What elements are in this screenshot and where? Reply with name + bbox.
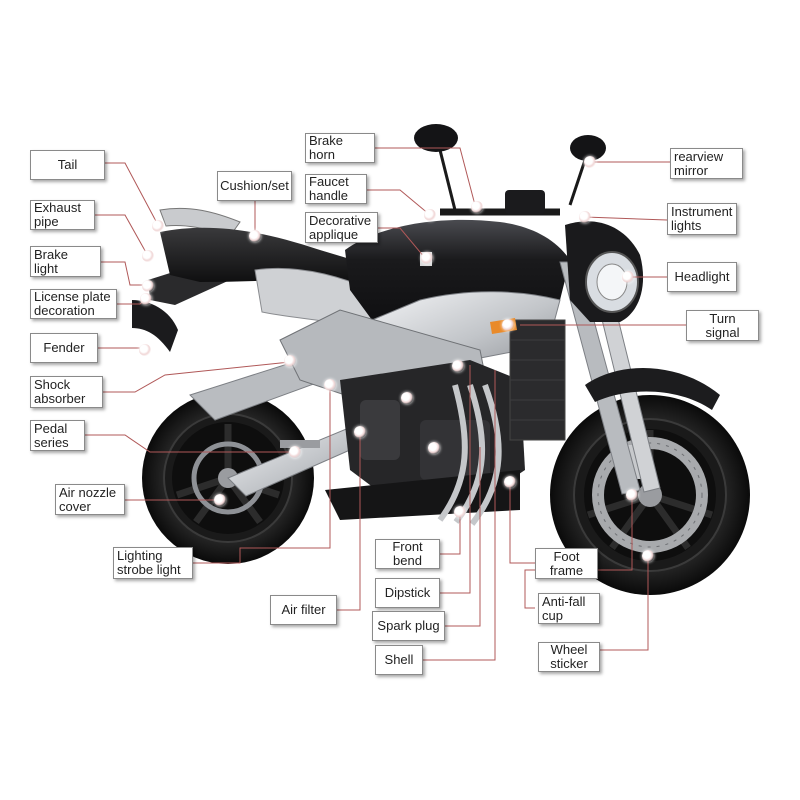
headlight-hotspot bbox=[622, 271, 634, 283]
label-spark-plug: Spark plug bbox=[372, 611, 445, 641]
engine bbox=[325, 360, 525, 520]
label-headlight: Headlight bbox=[667, 262, 737, 292]
label-instrument-lights: Instrument lights bbox=[667, 203, 737, 235]
air-filter-hotspot bbox=[354, 426, 366, 438]
label-lighting-strobe-light: Lighting strobe light bbox=[113, 547, 193, 579]
lighting-strobe-hotspot bbox=[324, 379, 336, 391]
label-front-bend: Front bend bbox=[375, 539, 440, 569]
label-foot-frame: Foot frame bbox=[535, 548, 598, 579]
label-brake-horn: Brake horn bbox=[305, 133, 375, 163]
label-brake-light: Brake light bbox=[30, 246, 101, 277]
label-wheel-sticker: Wheel sticker bbox=[538, 642, 600, 672]
dipstick-hotspot bbox=[452, 360, 464, 372]
fender-hotspot bbox=[139, 344, 151, 356]
shock-absorber-hotspot bbox=[284, 355, 296, 367]
label-turn-signal: Turn signal bbox=[686, 310, 759, 341]
decorative-applique-hotspot bbox=[421, 252, 433, 264]
label-exhaust-pipe: Exhaust pipe bbox=[30, 200, 95, 230]
spark-plug-hotspot bbox=[428, 442, 440, 454]
label-fender: Fender bbox=[30, 333, 98, 363]
exhaust-pipe-hotspot bbox=[142, 250, 154, 262]
label-dipstick: Dipstick bbox=[375, 578, 440, 608]
turn-signal-hotspot bbox=[502, 319, 514, 331]
front-bend-hotspot bbox=[454, 506, 466, 518]
cushion-set-hotspot bbox=[249, 230, 261, 242]
label-license-plate-decoration: License plate decoration bbox=[30, 289, 117, 319]
wheel-sticker-hotspot bbox=[642, 550, 654, 562]
label-pedal-series: Pedal series bbox=[30, 420, 85, 451]
label-rearview-mirror: rearview mirror bbox=[670, 148, 743, 179]
instrument-lights-hotspot bbox=[579, 211, 591, 223]
foot-frame-hotspot bbox=[504, 476, 516, 488]
tail-hotspot bbox=[152, 220, 164, 232]
label-faucet-handle: Faucet handle bbox=[305, 174, 367, 204]
rearview-mirror-hotspot bbox=[584, 156, 596, 168]
label-anti-fall-cup: Anti-fall cup bbox=[538, 593, 600, 624]
label-decorative-applique: Decorative applique bbox=[305, 212, 378, 243]
pedal-series-hotspot bbox=[289, 446, 301, 458]
brake-light-hotspot bbox=[142, 280, 154, 292]
label-shock-absorber: Shock absorber bbox=[30, 376, 103, 408]
label-air-filter: Air filter bbox=[270, 595, 337, 625]
anti-fall-cup-hotspot bbox=[626, 489, 638, 501]
shell-hotspot bbox=[401, 392, 413, 404]
brake-horn-hotspot bbox=[471, 201, 483, 213]
label-shell: Shell bbox=[375, 645, 423, 675]
label-tail: Tail bbox=[30, 150, 105, 180]
air-nozzle-cover-hotspot bbox=[214, 494, 226, 506]
faucet-handle-hotspot bbox=[424, 209, 436, 221]
label-cushion-set: Cushion/set bbox=[217, 171, 292, 201]
label-air-nozzle-cover: Air nozzle cover bbox=[55, 484, 125, 515]
license-plate-hotspot bbox=[140, 293, 152, 305]
